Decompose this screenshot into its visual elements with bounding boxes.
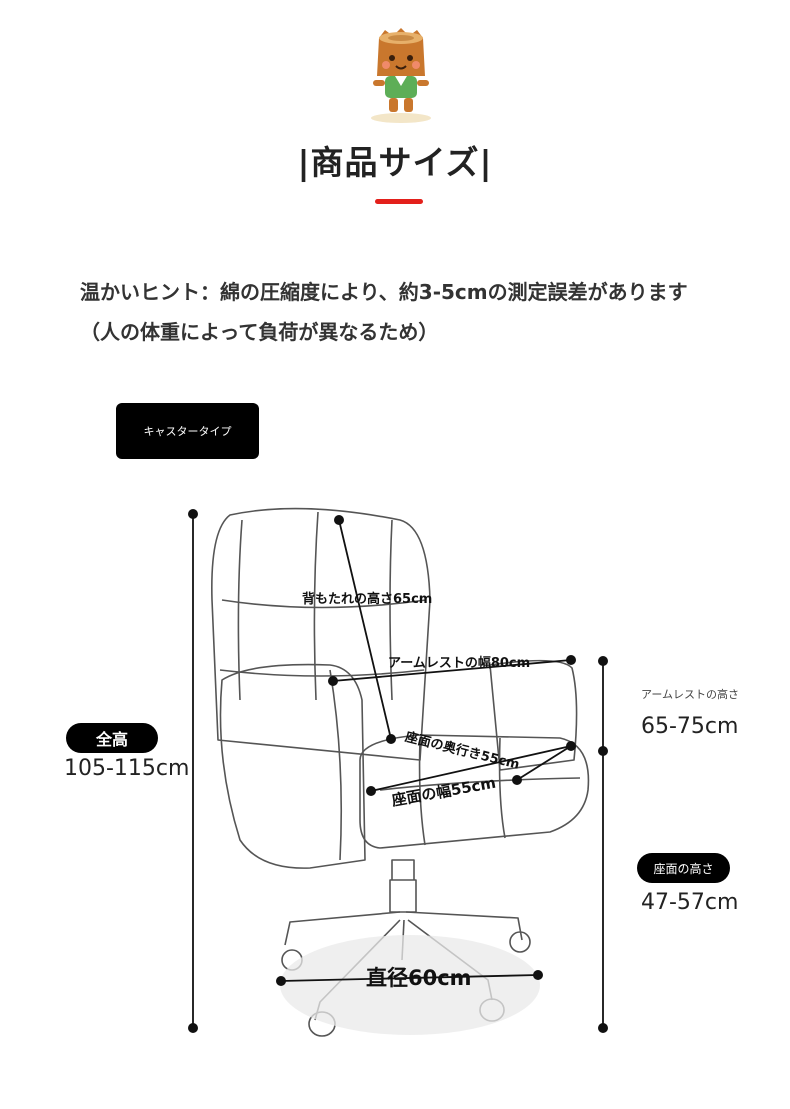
armrest-height-label: アームレストの高さ: [641, 688, 740, 701]
backrest-height-label: 背もたれの高さ65cm: [302, 592, 433, 607]
title-underline: [375, 199, 423, 204]
armrest-width-label: アームレストの幅80cm: [388, 656, 531, 671]
tree-stump-mascot-icon: [371, 28, 431, 123]
armrest-height-value: 65-75cm: [641, 714, 739, 739]
total-height-value: 105-115cm: [64, 756, 190, 781]
page-title: |商品サイズ|: [297, 143, 493, 182]
base-diameter-label: 直径60cm: [366, 966, 472, 990]
hint-subtext: （人の体重によって負荷が異なるため）: [80, 320, 439, 344]
seat-height-value: 47-57cm: [641, 890, 739, 915]
total-height-badge: 全高: [66, 723, 158, 753]
product-type-badge: キャスタータイプ: [116, 403, 259, 459]
seat-height-badge: 座面の高さ: [637, 853, 730, 883]
hint-text: 温かいヒント：綿の圧縮度により、約3-5cmの測定誤差があります: [80, 280, 688, 304]
